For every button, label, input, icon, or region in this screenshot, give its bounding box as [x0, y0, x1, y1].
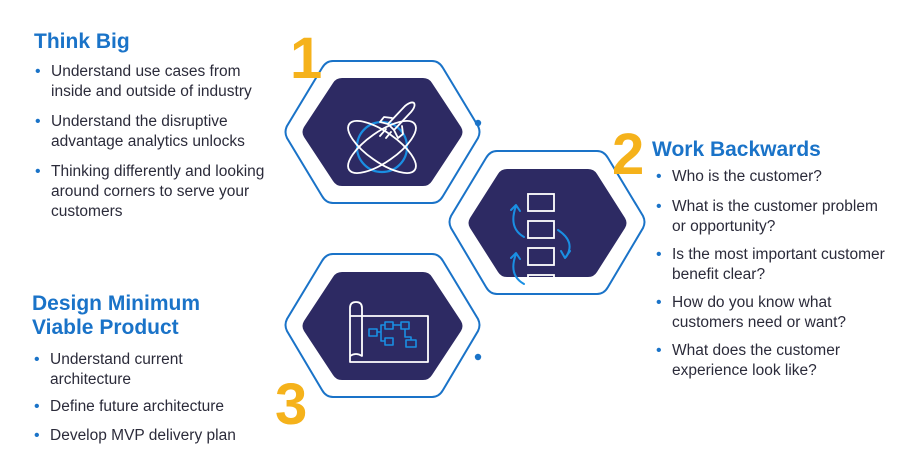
section-1-bullet: Thinking differently and looking around …: [34, 162, 279, 222]
hexagon-1-dot: [474, 119, 482, 127]
section-2-bullet: What is the customer problem or opportun…: [655, 197, 895, 237]
section-1-title: Think Big: [34, 30, 130, 53]
section-2-bullet: How do you know what customers need or w…: [655, 293, 895, 333]
hexagon-2-outline: [448, 150, 646, 295]
hexagon-3: [284, 253, 482, 398]
section-1-bullet: Understand use cases from inside and out…: [34, 62, 279, 102]
step-number-2: 2: [612, 122, 645, 187]
section-3-bullet: Define future architecture: [33, 397, 263, 417]
section-3-list: Understand current architecture Define f…: [33, 350, 263, 446]
section-2-bullet: What does the customer experience look l…: [655, 341, 895, 381]
section-2-list: Who is the customer? What is the custome…: [655, 167, 895, 381]
section-3-bullet: Develop MVP delivery plan: [33, 426, 263, 446]
hexagon-3-outline: [284, 253, 481, 398]
step-number-3: 3: [275, 372, 308, 437]
hexagon-3-fill: [302, 272, 463, 380]
section-3-title: Design Minimum Viable Product: [32, 292, 201, 339]
step-number-1: 1: [290, 26, 323, 91]
section-2-bullet: Is the most important customer benefit c…: [655, 245, 895, 285]
hexagon-2-fill: [468, 169, 627, 277]
hexagon-3-dot: [474, 353, 482, 361]
hexagon-2: [448, 150, 646, 295]
process-flow-icon: [510, 193, 571, 293]
hexagon-1: [284, 60, 482, 204]
section-2-bullet: Who is the customer?: [655, 167, 895, 187]
section-2-title: Work Backwards: [652, 138, 821, 161]
section-3-bullet: Understand current architecture: [33, 350, 263, 390]
rocket-orbit-icon: [347, 101, 417, 174]
section-1-bullet: Understand the disruptive advantage anal…: [34, 112, 279, 152]
hexagon-1-outline: [284, 60, 481, 204]
blueprint-icon: [349, 301, 429, 363]
section-1-list: Understand use cases from inside and out…: [34, 62, 279, 222]
